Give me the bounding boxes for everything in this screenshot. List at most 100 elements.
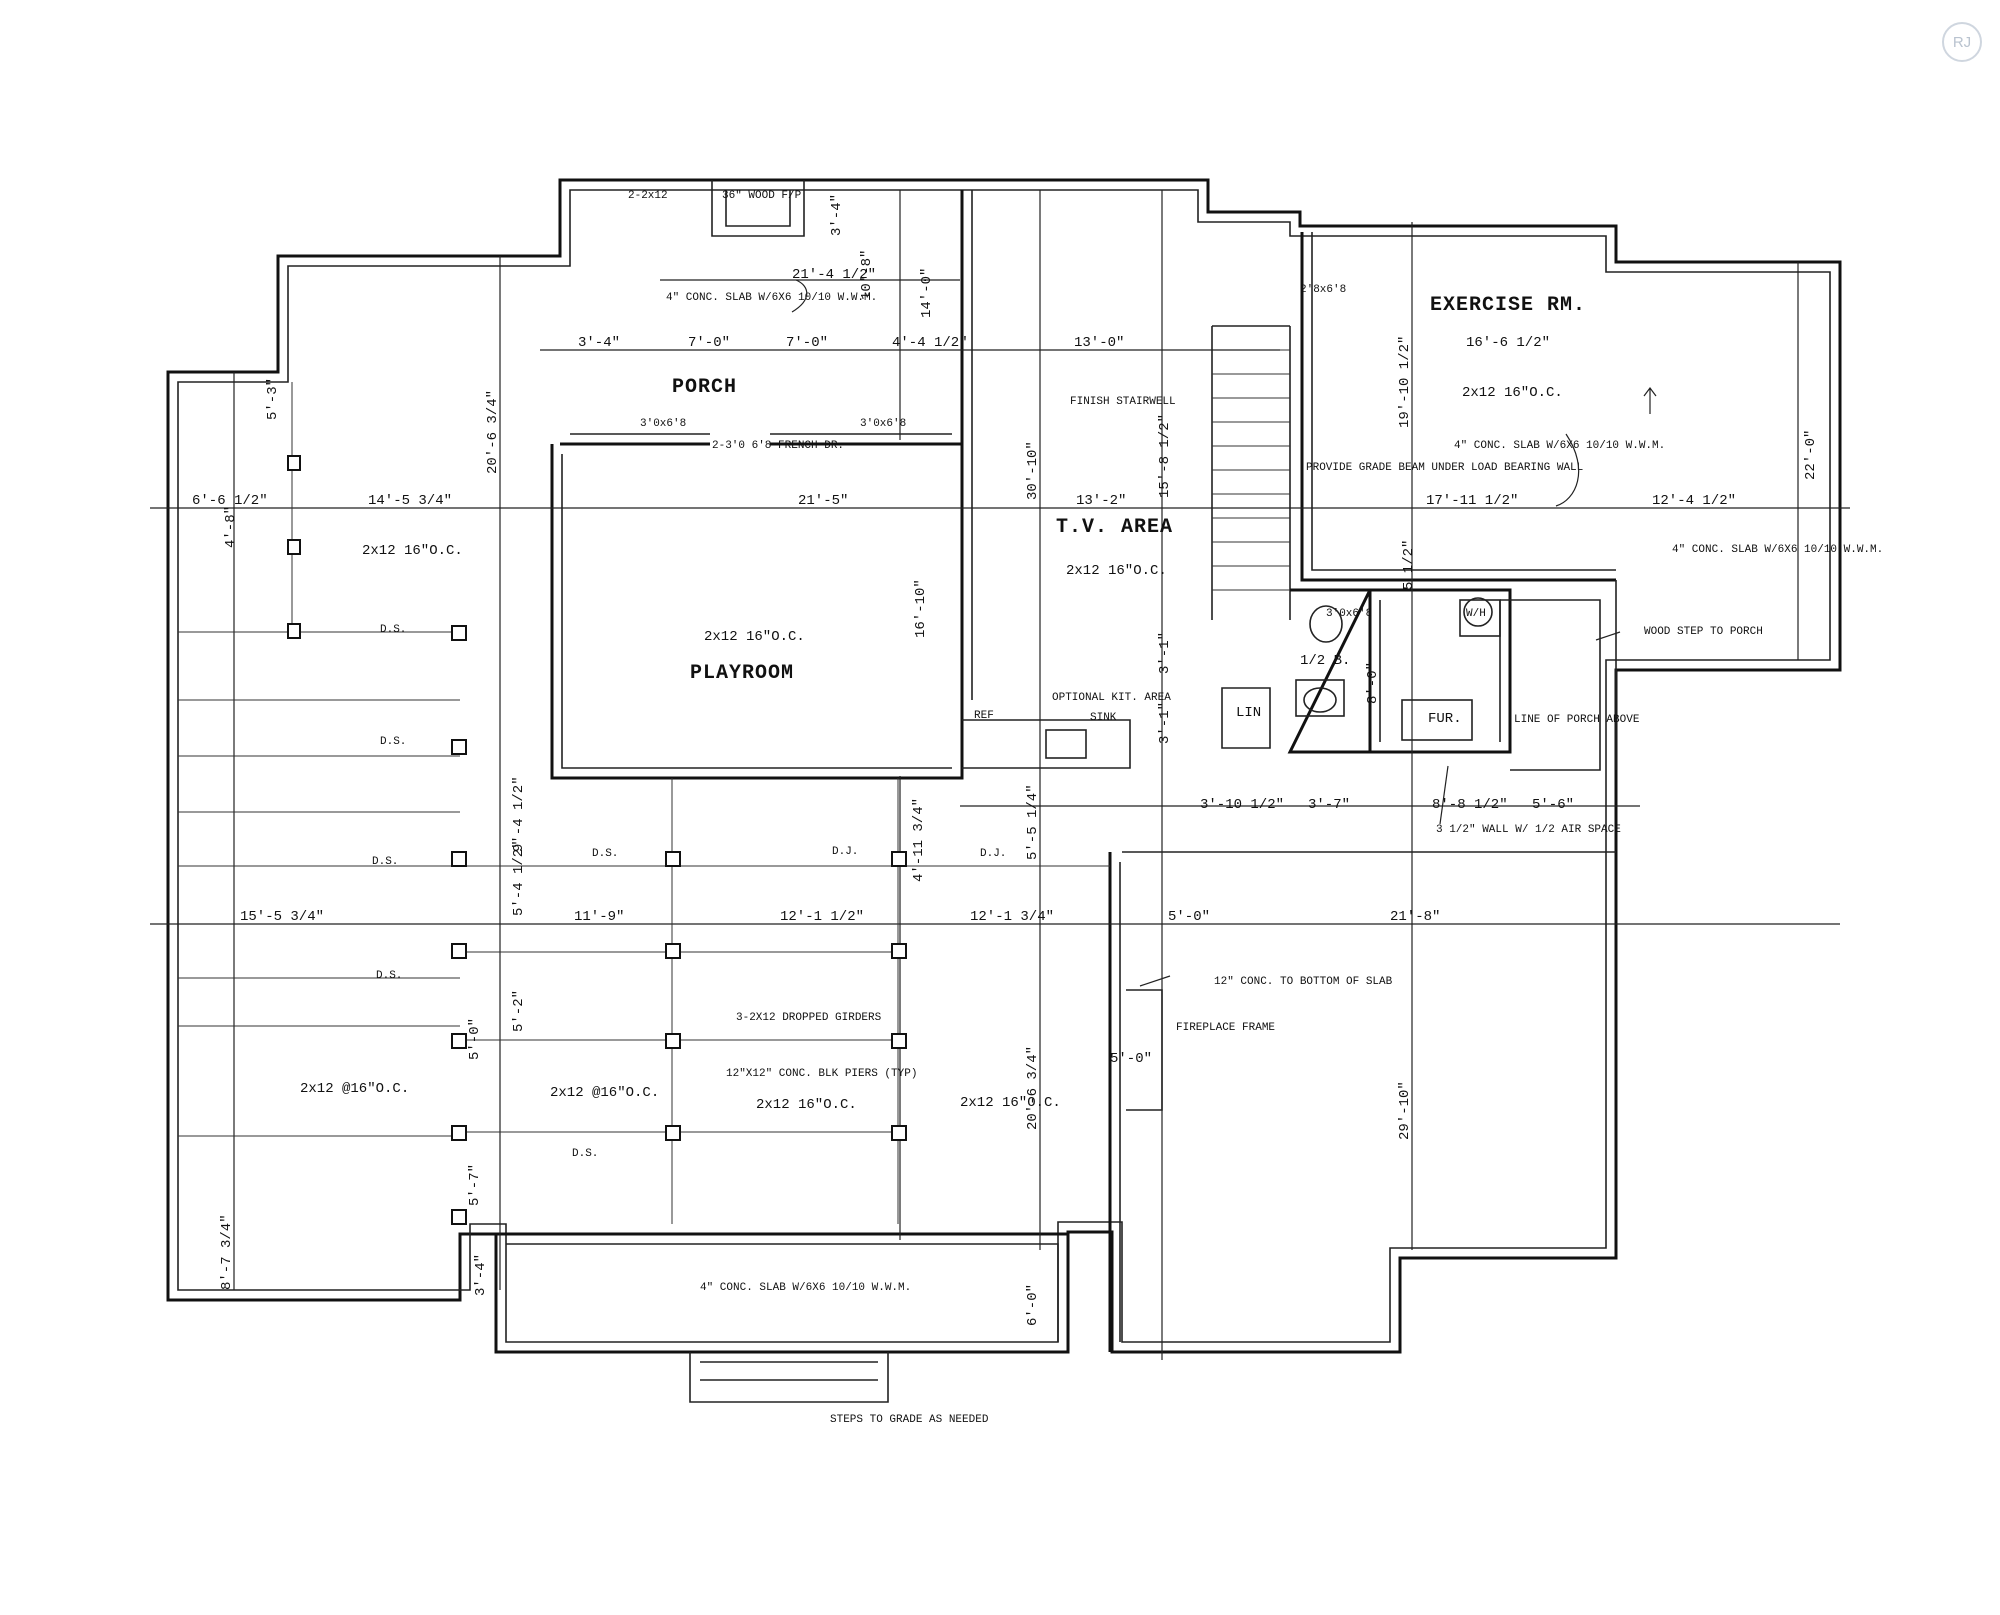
dim-text: 12'-4 1/2" [1652,493,1736,509]
wood-step-note: WOOD STEP TO PORCH [1644,626,1763,638]
dim-text: 21'-8" [1390,909,1440,925]
dim-text: 7'-0" [688,335,730,351]
dim-text: 30'-10" [1025,441,1041,500]
ds-marker: D.S. [376,970,402,982]
wall-air-note: 3 1/2" WALL W/ 1/2 AIR SPACE [1436,824,1621,836]
dim-text: 4'-11 3/4" [911,798,927,882]
fireplace-note: 36" WOOD F/P [722,190,802,202]
dim-text: 12'-1 1/2" [780,909,864,925]
line-of-porch-note: LINE OF PORCH ABOVE [1514,714,1640,726]
dim-text: 13'-0" [1074,335,1124,351]
ds-marker: D.S. [572,1148,598,1160]
girders-note: 3-2X12 DROPPED GIRDERS [736,1012,882,1024]
dim-text: 5'-0" [467,1018,483,1060]
dim-text: 6'-0" [1025,1284,1041,1326]
dim-text: 4'-4 1/2" [892,335,968,351]
dim-text: 12'-1 3/4" [970,909,1054,925]
dim-text: 5 1/2" [1401,540,1417,590]
construction-notes: 36" WOOD F/P 2-2x12 4" CONC. SLAB W/6X6 … [628,190,1883,1426]
dim-text: 3'-4" [829,194,845,236]
joist-callouts: 2x12 16"O.C. 2x12 16"O.C. 2x12 16"O.C. 2… [300,385,1563,1160]
french-door-note: 2-3'0 6'8 FRENCH DR. [712,440,844,452]
dj-marker: D.J. [980,848,1006,860]
dimension-lines [150,190,1850,1360]
porch-label: PORCH [672,376,737,399]
porch-slab-note: 4" CONC. SLAB W/6X6 10/10 W.W.M. [666,292,877,304]
grade-beam-note: PROVIDE GRADE BEAM UNDER LOAD BEARING WA… [1306,462,1583,474]
ds-marker: D.S. [380,736,406,748]
room-labels: PORCH PLAYROOM T.V. AREA EXERCISE RM. 1/… [672,294,1586,1034]
dim-text: 7'-0" [786,335,828,351]
dim-text: 3'-7" [1308,797,1350,813]
tv-area-label: T.V. AREA [1056,516,1173,539]
joist-callout: 2x12 @16"O.C. [300,1081,409,1097]
half-bath-label: 1/2 B. [1300,653,1350,669]
door-3068-b: 3'0x6'8 [860,418,906,430]
door-3068-a: 3'0x6'8 [640,418,686,430]
dim-text: 5'-4 1/2" [511,840,527,916]
joist-callout: 2x12 16"O.C. [704,629,805,645]
dim-text: 19'-10 1/2" [1397,336,1413,428]
joist-callout: 2x12 @16"O.C. [550,1085,659,1101]
bottom-slab-note: 4" CONC. SLAB W/6X6 10/10 W.W.M. [700,1282,911,1294]
exercise-room-label: EXERCISE RM. [1430,294,1586,317]
dim-text: 15'-5 3/4" [240,909,324,925]
dim-text: 14'-5 3/4" [368,493,452,509]
right-slab-note: 4" CONC. SLAB W/6X6 10/10 W.W.M. [1672,544,1883,556]
ds-marker: D.S. [372,856,398,868]
dim-text: 4'-8" [223,506,239,548]
sink-label: SINK [1090,712,1117,724]
joist-callout: 2x12 16"O.C. [1462,385,1563,401]
dim-text: 11'-9" [574,909,624,925]
dim-text: 3'-4" [578,335,620,351]
vertical-dimension-text: 10'-8" 14'-0" 3'-4" 22'-0" 19'-10 1/2" 5… [219,194,1819,1326]
dim-text: 16'-6 1/2" [1466,335,1550,351]
dim-text: 16'-10" [913,579,929,638]
interior-walls [496,180,1840,1403]
joist-callout: 2x12 16"O.C. [1066,563,1167,579]
dim-text: 6'-6 1/2" [192,493,268,509]
exterior-walls [166,178,1842,1354]
dim-text: 9'-4 1/2" [511,776,527,852]
dim-text: 29'-10" [1397,1081,1413,1140]
piers [287,455,907,1225]
optional-kit-label: OPTIONAL KIT. AREA [1052,692,1171,704]
water-heater-label: W/H [1466,608,1486,620]
conc-bottom-note: 12" CONC. TO BOTTOM OF SLAB [1214,976,1393,988]
dim-text: 3'-1" [1157,632,1173,674]
dim-text: 3'-4" [473,1254,489,1296]
dim-text: 8'-0" [1365,662,1381,704]
piers-note: 12"X12" CONC. BLK PIERS (TYP) [726,1068,917,1080]
playroom-label: PLAYROOM [690,662,794,685]
dim-text: 5'-0" [1110,1051,1152,1067]
dim-text: 5'-7" [467,1164,483,1206]
fireplace-label: FIREPLACE FRAME [1176,1022,1275,1034]
steps-note: STEPS TO GRADE AS NEEDED [830,1414,989,1426]
dim-text: 5'-2" [511,990,527,1032]
dim-text: 20'-6 3/4" [485,390,501,474]
dim-text: 10'-8" [859,250,875,300]
joist-callout: 2x12 16"O.C. [756,1097,857,1113]
dim-text: 14'-0" [919,268,935,318]
dim-text: 5'-5 1/4" [1025,784,1041,860]
dim-text: 22'-0" [1803,430,1819,480]
dim-text: 15'-8 1/2" [1157,414,1173,498]
door-3068-c: 3'0x6'8 [1326,608,1372,620]
dim-text: 5'-0" [1168,909,1210,925]
dim-text: 3'-10 1/2" [1200,797,1284,813]
dim-text: 20'-6 3/4" [1025,1046,1041,1130]
joist-callout: 2x12 16"O.C. [960,1095,1061,1111]
dim-text: 13'-2" [1076,493,1126,509]
dimension-text: 21'-4 1/2" 3'-4" 7'-0" 7'-0" 4'-4 1/2" 1… [192,267,1736,1067]
joist-callout: 2x12 16"O.C. [362,543,463,559]
door-2868: 2'8x6'8 [1300,284,1346,296]
furnace-label: FUR. [1428,711,1462,727]
dim-text: 8'-8 1/2" [1432,797,1508,813]
linen-label: LIN [1236,705,1261,721]
ref-label: REF [974,710,994,722]
ds-marker: D.S. [380,624,406,636]
dj-marker: D.J. [832,846,858,858]
dim-text: 3'-1" [1157,702,1173,744]
leader-arrows [791,279,1657,987]
